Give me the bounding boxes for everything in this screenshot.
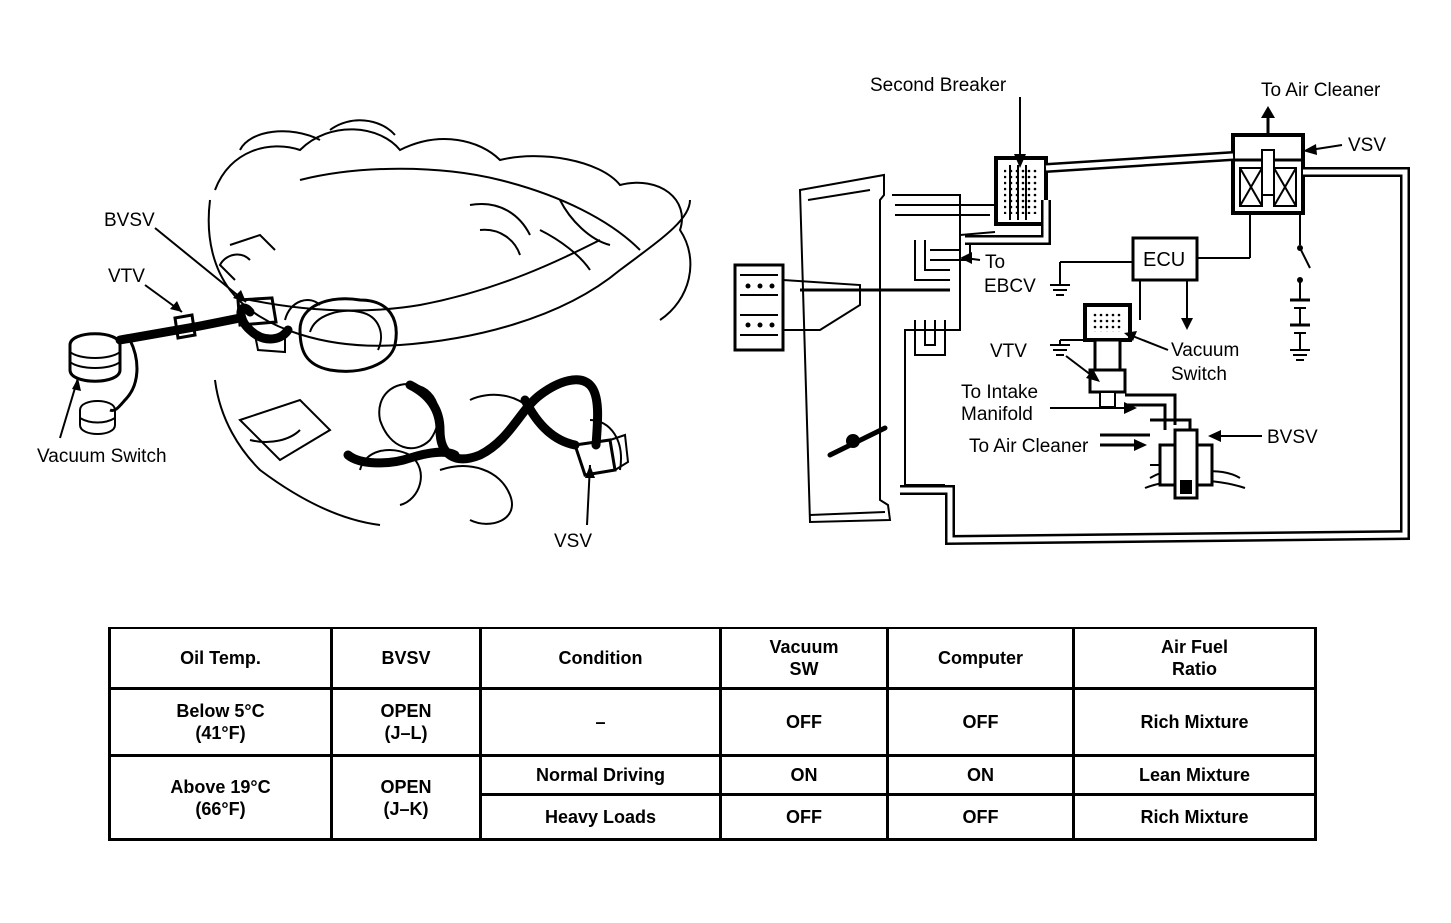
- label-schematic-bvsv: BVSV: [1267, 427, 1318, 448]
- cell-bvsv: OPEN (J–L): [330, 687, 482, 757]
- cell-vacuum-sw: OFF: [719, 687, 889, 757]
- cell-oil-temp-line2: (41°F): [195, 723, 246, 743]
- cell-air-fuel: Lean Mixture: [1072, 754, 1317, 796]
- cell-oil-temp-line1: Above 19°C: [170, 776, 271, 797]
- header-air-fuel-line1: Air Fuel: [1160, 637, 1228, 657]
- header-computer: Computer: [886, 627, 1075, 690]
- cell-bvsv-line2: (J–K): [383, 798, 429, 819]
- label-bvsv: BVSV: [104, 210, 155, 231]
- schematic-leaders: [960, 97, 1343, 451]
- cell-bvsv: OPEN (J–K): [330, 754, 482, 841]
- schematic-bvsv: [1144, 428, 1246, 500]
- ecu-box: ECU: [1050, 213, 1251, 330]
- cell-computer: OFF: [886, 687, 1075, 757]
- label-ebcv: EBCV: [984, 276, 1036, 297]
- header-vacuum-sw: Vacuum SW: [719, 627, 889, 690]
- cell-air-fuel: Rich Mixture: [1072, 793, 1317, 841]
- vtv-vacuum-switch-stack: [1050, 303, 1132, 408]
- header-condition: Condition: [479, 627, 722, 690]
- schematic-vsv: [1231, 106, 1305, 215]
- header-bvsv: BVSV: [330, 627, 482, 690]
- cell-oil-temp: Above 19°C (66°F): [108, 754, 333, 841]
- cell-vacuum-sw: ON: [719, 754, 889, 796]
- carburetor-body: [733, 173, 996, 524]
- cell-air-fuel: Rich Mixture: [1072, 687, 1317, 757]
- cell-oil-temp-line2: (66°F): [195, 798, 246, 819]
- label-to-air-cleaner-top: To Air Cleaner: [1261, 80, 1381, 101]
- cell-bvsv-line1: OPEN: [380, 776, 432, 797]
- port-box: [733, 263, 785, 352]
- cell-condition: –: [479, 687, 722, 757]
- diagrams: BVSV VTV Vacuum Switch VSV: [37, 75, 1410, 552]
- cell-oil-temp-line1: Below 5°C: [176, 701, 265, 721]
- cell-condition: Normal Driving: [479, 754, 722, 796]
- table-row: Below 5°C (41°F) OPEN (J–L) – OFF OFF Ri…: [108, 687, 1317, 757]
- label-vsv: VSV: [554, 531, 592, 552]
- engine-leaders: [59, 227, 595, 526]
- vacuum-lines: [900, 151, 1410, 546]
- header-air-fuel: Air Fuel Ratio: [1072, 627, 1317, 690]
- label-ecu: ECU: [1143, 249, 1185, 271]
- label-vtv: VTV: [108, 266, 145, 287]
- header-vacuum-sw-line1: Vacuum: [769, 637, 839, 657]
- cell-bvsv-line2: (J–L): [384, 723, 428, 743]
- label-to-air-cleaner: To Air Cleaner: [969, 436, 1089, 457]
- label-vacuum: Vacuum: [1171, 340, 1239, 361]
- table-row: Heavy Loads OFF OFF Rich Mixture: [110, 793, 1317, 841]
- header-air-fuel-line2: Ratio: [1172, 659, 1217, 679]
- table-header-row: Oil Temp. BVSV Condition Vacuum SW Compu…: [108, 627, 1317, 690]
- cell-bvsv-line1: OPEN: [380, 701, 432, 721]
- cell-vacuum-sw: OFF: [719, 793, 889, 841]
- cell-computer: OFF: [886, 793, 1075, 841]
- header-vacuum-sw-line2: SW: [789, 659, 819, 679]
- label-schematic-vtv: VTV: [990, 341, 1027, 362]
- engine-illustration: [68, 119, 692, 526]
- cell-computer: ON: [886, 754, 1075, 796]
- label-vacuum-switch: Vacuum Switch: [37, 446, 167, 467]
- battery-circuit: [1290, 213, 1311, 361]
- label-second-breaker: Second Breaker: [870, 75, 1007, 96]
- cell-condition: Heavy Loads: [479, 793, 722, 841]
- table-row: Above 19°C (66°F) OPEN (J–K) Normal Driv…: [108, 754, 1317, 841]
- label-to-intake: To Intake: [961, 382, 1038, 403]
- header-oil-temp: Oil Temp.: [108, 627, 333, 690]
- condition-table: Oil Temp. BVSV Condition Vacuum SW Compu…: [108, 627, 1317, 841]
- cell-oil-temp: Below 5°C (41°F): [108, 687, 333, 757]
- label-to: To: [985, 252, 1005, 273]
- label-schematic-vsv: VSV: [1348, 135, 1386, 156]
- second-breaker: [994, 156, 1048, 226]
- label-manifold: Manifold: [961, 404, 1033, 425]
- label-switch: Switch: [1171, 364, 1227, 385]
